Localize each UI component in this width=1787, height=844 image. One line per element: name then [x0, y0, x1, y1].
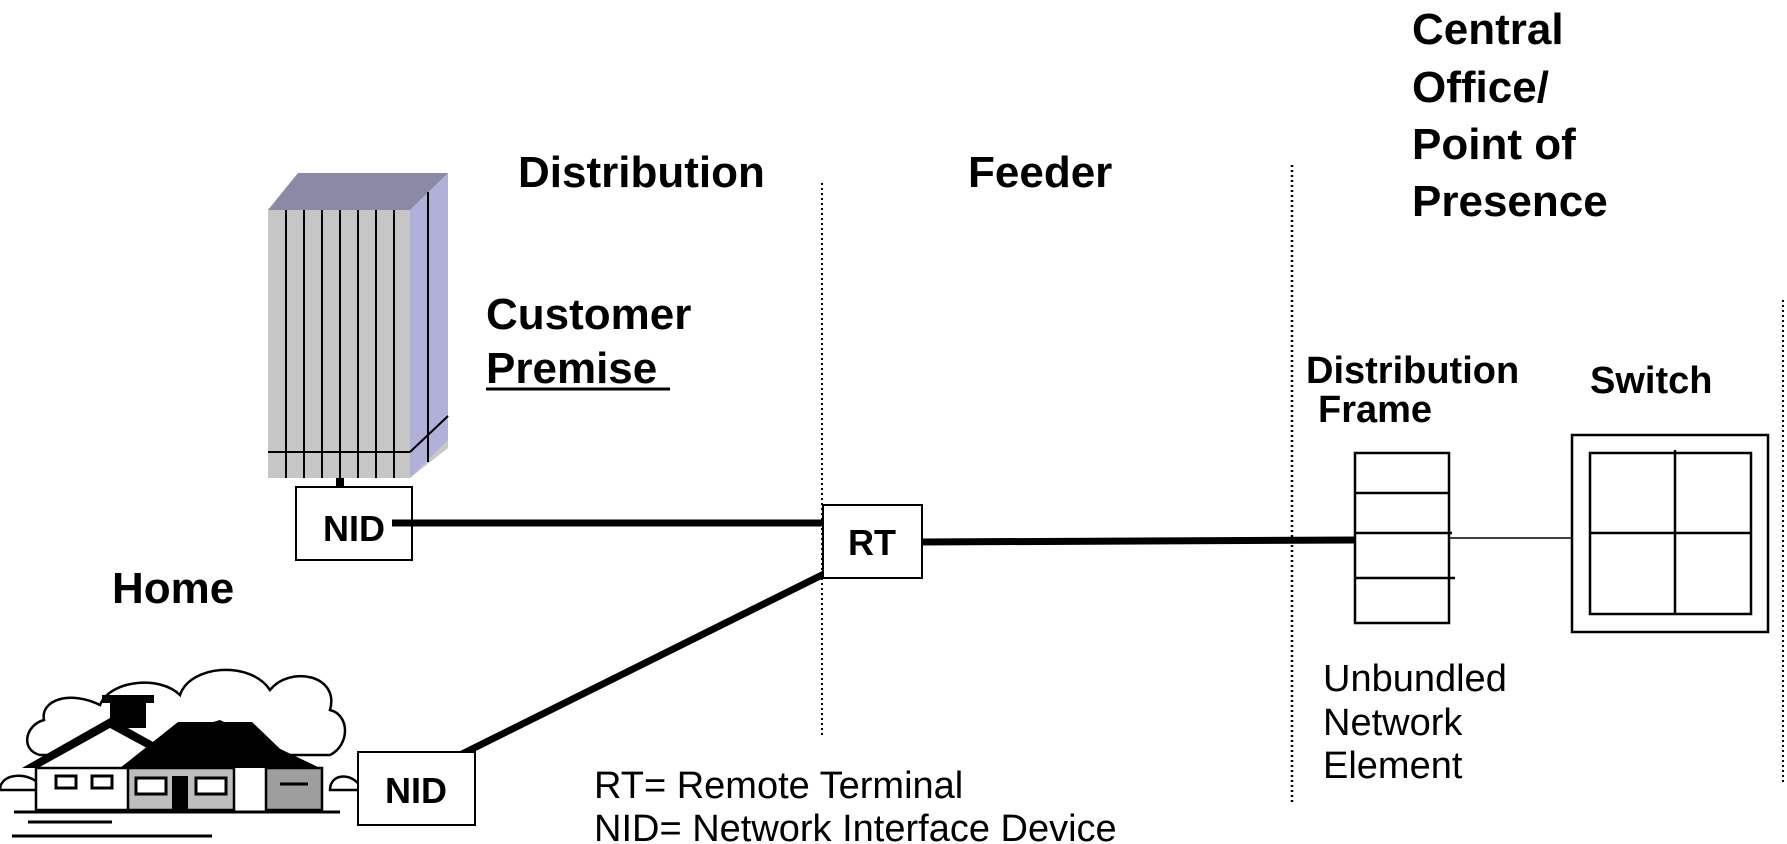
- header-central-office-line3: Point of: [1412, 120, 1576, 169]
- nid-home-box: [357, 751, 476, 826]
- house-icon: [0, 668, 364, 838]
- distribution-frame-label-line1: Distribution: [1306, 350, 1519, 392]
- header-feeder: Feeder: [968, 148, 1112, 197]
- legend-nid: NID= Network Interface Device: [594, 808, 1117, 844]
- unbundled-label-line3: Element: [1323, 745, 1463, 787]
- line-rt-to-distribution-frame: [921, 536, 1357, 546]
- header-distribution: Distribution: [518, 148, 765, 197]
- rt-label: RT: [848, 522, 896, 563]
- nid-home-label: NID: [385, 770, 447, 811]
- line-nid-home-to-rt: [460, 570, 826, 758]
- unbundled-label-line2: Network: [1323, 702, 1463, 744]
- customer-premise-label-line1: Customer: [486, 290, 691, 339]
- header-central-office-line4: Presence: [1412, 177, 1608, 226]
- header-central-office-line1: Central: [1412, 5, 1564, 54]
- unbundled-label-line1: Unbundled: [1323, 658, 1507, 700]
- switch-label: Switch: [1590, 360, 1712, 402]
- customer-premise-label-line2: Premise: [486, 344, 657, 393]
- switch-box: [1570, 433, 1770, 634]
- nid-building-label: NID: [323, 508, 385, 549]
- legend-rt: RT= Remote Terminal: [594, 765, 963, 807]
- distribution-frame-label-line2: Frame: [1318, 389, 1432, 431]
- office-building-icon: [268, 173, 449, 486]
- rt-box: [822, 504, 923, 579]
- distribution-frame-box: [1353, 451, 1455, 625]
- home-label: Home: [112, 564, 234, 613]
- header-central-office-line2: Office/: [1412, 63, 1549, 112]
